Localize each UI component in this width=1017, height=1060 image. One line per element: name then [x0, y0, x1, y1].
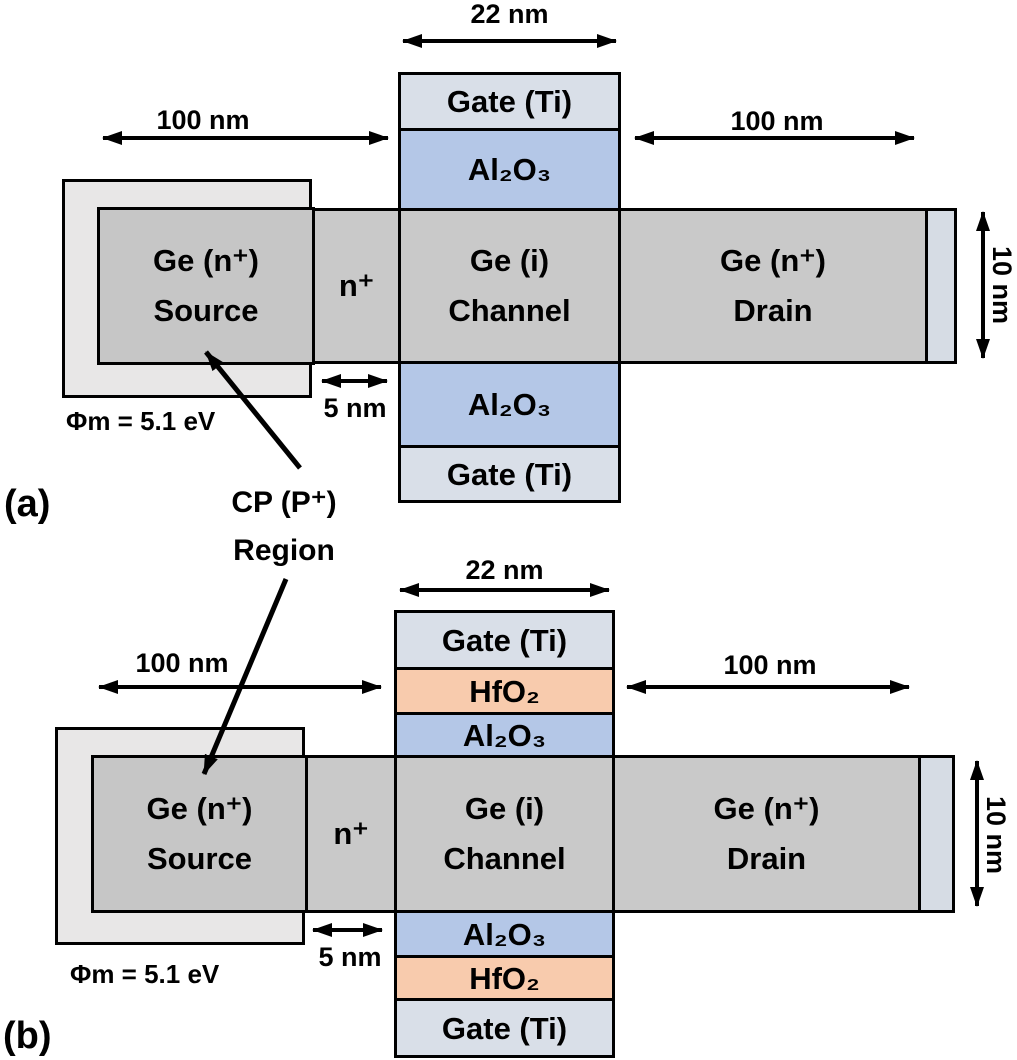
- cp-region-label: CP (P⁺) Region: [231, 486, 337, 567]
- oxide-bottom-a: Al₂O₃: [398, 361, 621, 448]
- gate-top-label-b: Gate (Ti): [441, 622, 568, 658]
- spacer-label-b: 5 nm: [318, 942, 382, 972]
- spacer-label-a: 5 nm: [323, 393, 387, 423]
- source-length-label-a: 100 nm: [156, 105, 250, 135]
- hfo2-bottom-b: HfO₂: [394, 955, 615, 1001]
- gate-bottom-label-a: Gate (Ti): [446, 456, 573, 492]
- panel-tag-a: (a): [4, 483, 51, 525]
- drain-contact-strip-a: [925, 208, 957, 364]
- gate-width-label-b: 22 nm: [465, 555, 544, 585]
- oxide-bottom-b: Al₂O₃: [394, 910, 615, 958]
- oxide-bottom-label-b: Al₂O₃: [462, 916, 547, 952]
- drain-length-label-a: 100 nm: [730, 106, 824, 136]
- thickness-label-b: 10 nm: [981, 795, 1011, 875]
- hfo2-bottom-label-b: HfO₂: [469, 960, 540, 996]
- work-function-label-a: Φm = 5.1 eV: [66, 406, 216, 436]
- oxide-top-b: Al₂O₃: [394, 712, 615, 758]
- source-length-label-b: 100 nm: [135, 648, 229, 678]
- channel-cell-b: [394, 755, 615, 913]
- panel-tag-b: (b): [3, 1015, 52, 1057]
- oxide-bottom-label-a: Al₂O₃: [467, 387, 552, 422]
- gate-width-label-a: 22 nm: [470, 0, 549, 29]
- oxide-top-a: Al₂O₃: [398, 128, 621, 211]
- oxide-top-label-b: Al₂O₃: [462, 717, 547, 753]
- source-region-box-b: [91, 755, 308, 913]
- thickness-label-a: 10 nm: [987, 245, 1017, 325]
- gate-bottom-label-b: Gate (Ti): [441, 1010, 568, 1046]
- oxide-top-label-a: Al₂O₃: [467, 152, 552, 187]
- work-function-label-b: Φm = 5.1 eV: [70, 959, 220, 989]
- drain-contact-strip-b: [918, 755, 955, 913]
- gate-top-a: Gate (Ti): [398, 72, 621, 131]
- gate-top-label-a: Gate (Ti): [446, 84, 573, 119]
- hfo2-top-b: HfO₂: [394, 667, 615, 715]
- source-region-box-a: [97, 207, 315, 365]
- gate-bottom-a: Gate (Ti): [398, 445, 621, 503]
- channel-cell-a: [398, 208, 621, 364]
- gate-bottom-b: Gate (Ti): [394, 998, 615, 1058]
- gate-top-b: Gate (Ti): [394, 610, 615, 670]
- hfo2-top-label-b: HfO₂: [469, 673, 540, 709]
- drain-length-label-b: 100 nm: [723, 650, 817, 680]
